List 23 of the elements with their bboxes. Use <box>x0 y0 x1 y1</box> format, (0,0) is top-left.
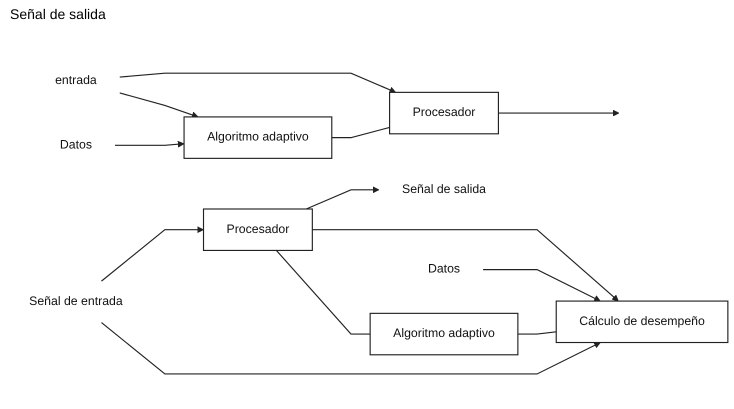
node-text: Datos <box>428 262 460 276</box>
node-box: Algoritmo adaptivo <box>370 312 518 356</box>
node-text: Datos <box>60 138 92 152</box>
node-box: Algoritmo adaptivo <box>183 116 332 159</box>
node-box: Procesador <box>202 208 313 251</box>
arrow <box>101 226 204 282</box>
connector <box>332 126 390 138</box>
arrow <box>120 72 396 93</box>
node-text: entrada <box>55 74 97 87</box>
arrow <box>114 140 184 148</box>
arrow <box>120 92 198 118</box>
node-box: Cálculo de desempeño <box>556 300 728 344</box>
node-text: Señal de entrada <box>29 294 123 308</box>
connector <box>518 331 556 335</box>
arrow <box>483 268 601 302</box>
arrow <box>101 322 601 374</box>
arrow <box>312 229 619 302</box>
arrow <box>498 110 620 116</box>
node-box: Procesador <box>389 92 499 134</box>
signal-label: Señal de salida <box>10 6 106 22</box>
arrow <box>306 186 380 210</box>
node-text: Señal de salida <box>402 182 486 196</box>
connector <box>276 250 370 335</box>
